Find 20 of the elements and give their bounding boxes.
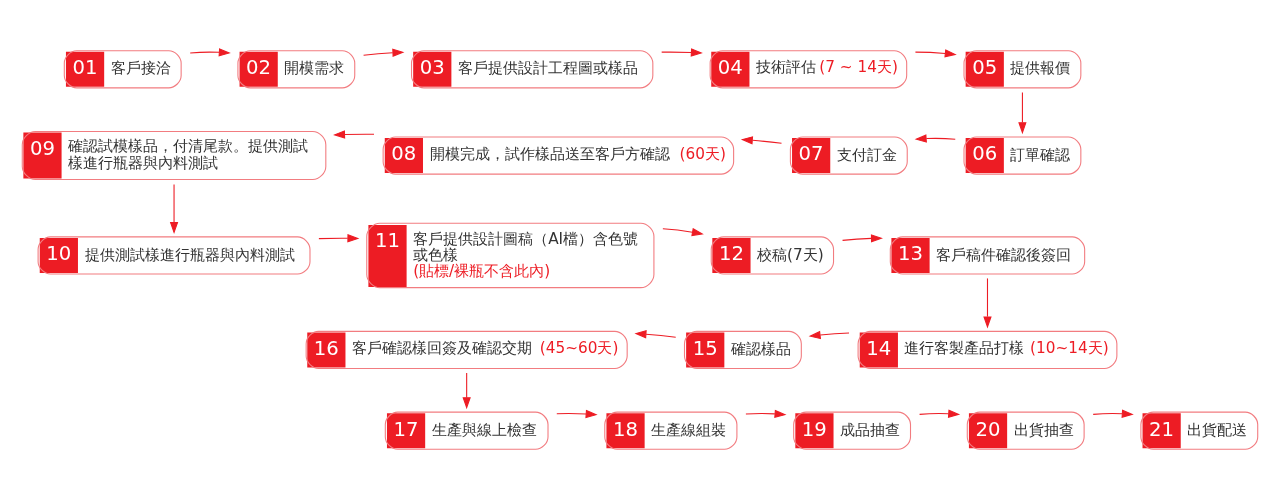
arrow <box>983 277 992 329</box>
arrow <box>740 136 783 145</box>
arrow <box>363 48 405 57</box>
arrow <box>919 409 961 418</box>
arrow <box>462 372 471 410</box>
arrow <box>169 183 179 235</box>
arrow <box>745 409 787 419</box>
arrow <box>318 234 360 243</box>
arrow <box>1092 409 1134 418</box>
arrow <box>556 409 598 419</box>
arrow <box>808 330 850 340</box>
arrow <box>914 49 957 58</box>
arrow <box>842 234 883 243</box>
arrow <box>661 48 703 57</box>
arrow <box>189 48 231 57</box>
arrow <box>634 330 677 339</box>
arrow <box>333 130 375 139</box>
arrow <box>662 227 704 237</box>
arrow <box>1018 91 1027 135</box>
arrow <box>914 134 956 143</box>
